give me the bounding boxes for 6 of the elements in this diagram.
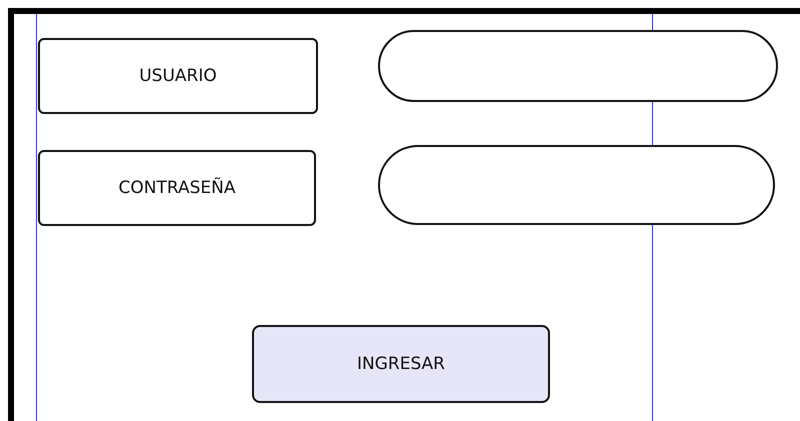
login-button	[252, 325, 550, 403]
field-label: INGRESAR	[356, 354, 445, 374]
label-box	[38, 38, 318, 114]
field-label: CONTRASEÑA	[118, 178, 236, 198]
field-label: USUARIO	[139, 66, 217, 86]
label-box	[38, 150, 316, 226]
